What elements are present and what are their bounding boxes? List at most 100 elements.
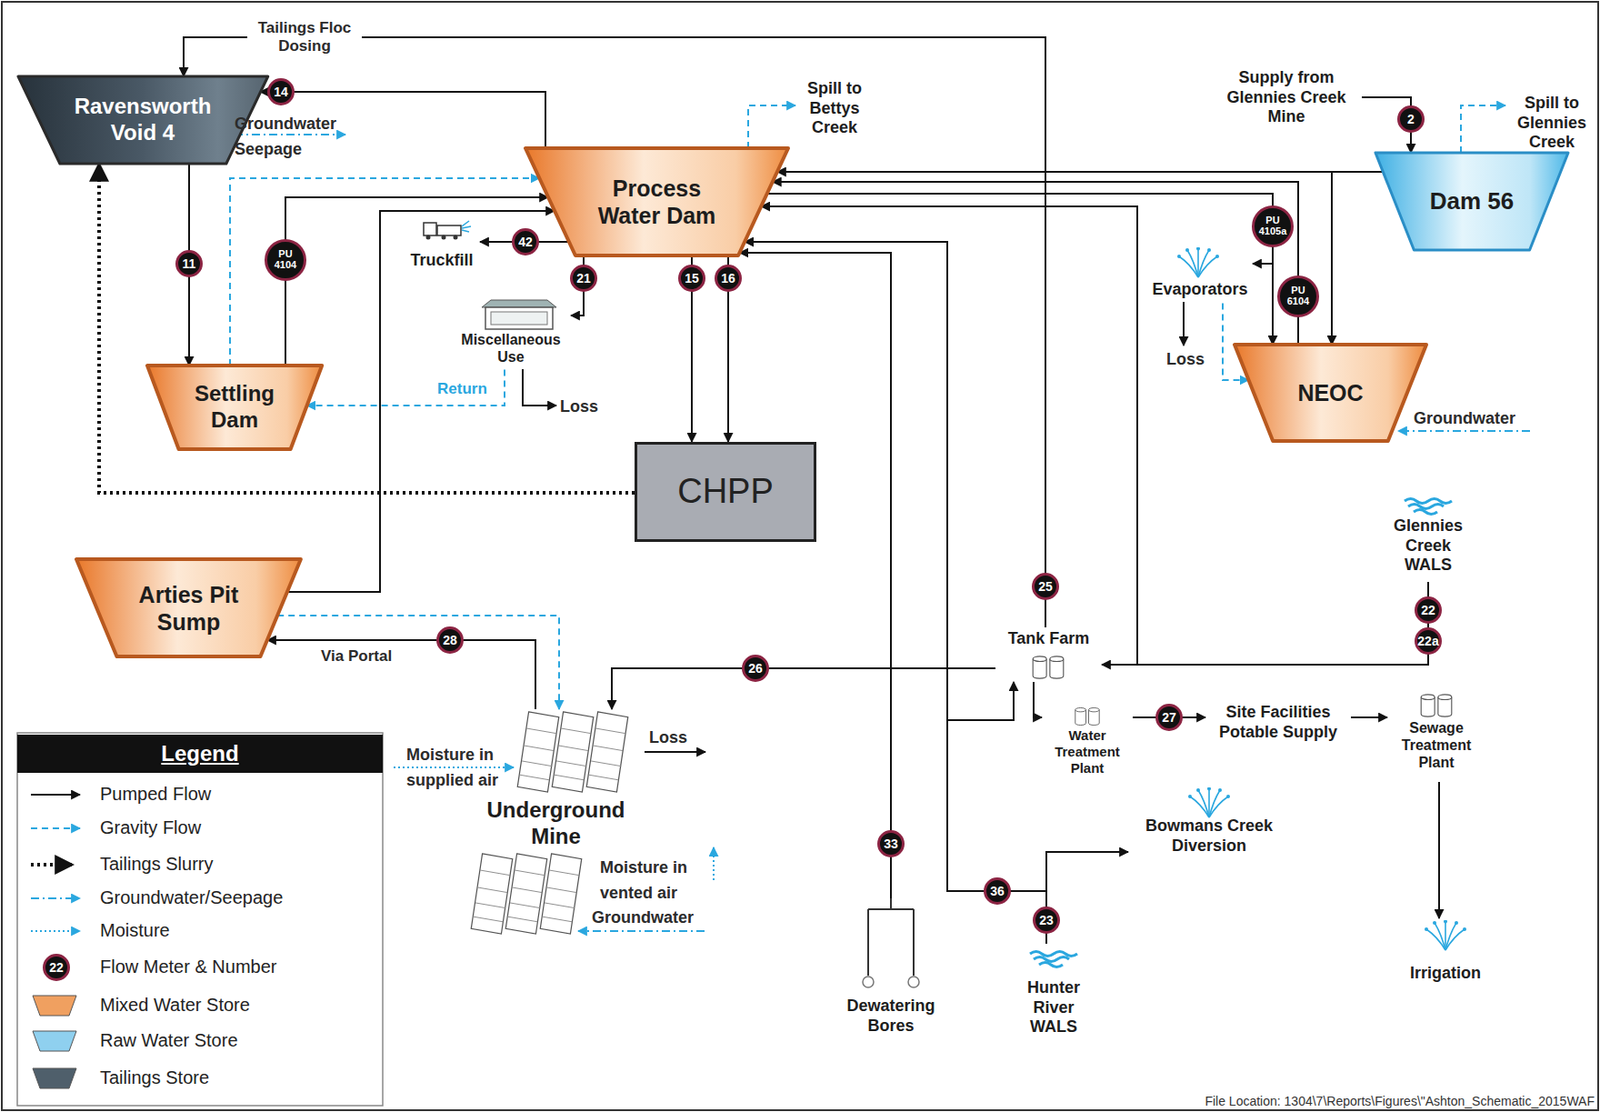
store-outline (18, 76, 269, 164)
node-label: Miscellaneous Use (454, 330, 568, 366)
node-label: Tank Farm (1008, 629, 1090, 650)
legend-heading: Legend (17, 734, 383, 773)
pumped-flow (744, 241, 1047, 944)
pumped-flow (740, 252, 892, 899)
flow-meter-number: 15 (678, 264, 706, 292)
pumped-flow (947, 681, 1047, 944)
flow-meter-number: 42 (511, 228, 540, 256)
annotation: Loss (649, 727, 688, 749)
tank-icon (1420, 694, 1452, 717)
side-flow-arrows (234, 134, 1530, 931)
tailings-store: Ravensworth Void 4 (18, 76, 269, 164)
annotation: Moisture in supplied air (406, 741, 514, 793)
node-label: NEOC (1297, 379, 1363, 407)
facility-label: Truckfill (403, 218, 480, 275)
flow-meter-number: PU 6104 (1277, 275, 1320, 318)
legend-frame (17, 732, 383, 1106)
node-label: Water Treatment Plant (1045, 727, 1130, 777)
pumped-flow (1033, 681, 1042, 718)
flow-meter-number: 33 (877, 830, 905, 858)
facility-label: Glennies Creek WALS (1377, 490, 1480, 582)
store-outline (76, 559, 301, 657)
legend-line-samples (30, 794, 80, 931)
annotation: Loss (560, 396, 599, 418)
flow-label: Via Portal (318, 647, 395, 666)
facility-label: Dewatering Bores (833, 898, 949, 1044)
annotation: Moisture in vented air (600, 854, 711, 906)
node-label: Dam 56 (1430, 187, 1515, 216)
legend-text: Tailings Slurry (100, 853, 213, 875)
annotation: Groundwater Seepage (234, 110, 353, 162)
annotation: Loss (1166, 349, 1205, 370)
legend-swatch (32, 995, 77, 1016)
facility-label: Water Treatment Plant (1041, 705, 1133, 782)
store-outline (1375, 152, 1569, 250)
flow-meter-number: 11 (175, 250, 203, 278)
tank-icon (1032, 656, 1064, 679)
flow-meter-number: 25 (1031, 572, 1060, 600)
node-label: Truckfill (410, 250, 473, 271)
facility-label: Supply from Glennies Creek Mine (1210, 65, 1362, 130)
gravity-flow (277, 615, 560, 710)
mixed-water-store: Settling Dam (147, 365, 322, 450)
node-label: Glennies Creek WALS (1380, 516, 1477, 576)
facility-label: Hunter River WALS (1009, 943, 1099, 1046)
mixed-water-store: NEOC (1234, 344, 1427, 441)
store-outline (147, 365, 322, 450)
bore-icon (862, 898, 920, 988)
truck-icon (423, 220, 471, 240)
flow-meter-number: 28 (436, 626, 464, 654)
legend-swatch (32, 1068, 77, 1089)
file-path-note: File Location: 1304\7\Reports\Figures\"A… (1204, 1093, 1595, 1110)
mixed-water-store: Arties Pit Sump (76, 559, 301, 657)
pumped-flow (287, 210, 555, 592)
legend-swatch (32, 1030, 77, 1051)
facility-label: Bowmans Creek Diversion (1128, 783, 1290, 860)
node-label: Irrigation (1410, 963, 1481, 984)
building-icon (481, 300, 557, 330)
node-label: Bowmans Creek Diversion (1131, 816, 1287, 856)
legend-text: Tailings Store (100, 1067, 210, 1089)
legend-text: Flow Meter & Number (100, 956, 278, 978)
pumped-flow (1350, 716, 1388, 719)
flow-meter-number: 2 (1397, 105, 1425, 133)
flow-meter-number: 23 (1032, 906, 1060, 934)
legend-text: Pumped Flow (100, 783, 211, 805)
node-label: Site Facilities Potable Supply (1209, 702, 1348, 742)
node-label: Spill to Bettys Creek (799, 79, 870, 139)
facility-label: Tank Farm (995, 627, 1102, 682)
gravity-flow (748, 105, 796, 149)
store-outline (1234, 344, 1427, 441)
raw-water-store: Dam 56 (1375, 152, 1569, 250)
flow-meter-number: PU 4105a (1251, 205, 1294, 248)
node-label: Hunter River WALS (1012, 978, 1095, 1038)
facility-label: Site Facilities Potable Supply (1205, 700, 1351, 745)
pumped-flow (1046, 851, 1129, 944)
node-label: Process Water Dam (595, 174, 719, 230)
sprinkler-icon (1424, 920, 1467, 951)
gravity-flow (1460, 105, 1506, 153)
flow-meter-number: 22 (42, 953, 70, 981)
store-outline (76, 559, 301, 657)
facility-label: Irrigation (1400, 918, 1491, 991)
facility-label: Spill to Glennies Creek (1505, 90, 1599, 156)
flow-meter-number: 16 (714, 264, 742, 292)
pumped-flow (183, 37, 1046, 628)
node-label: Spill to Glennies Creek (1509, 93, 1595, 153)
flow-label: Return (434, 380, 490, 399)
mixed-water-store: Process Water Dam (525, 148, 789, 256)
pumped-flow (267, 640, 536, 710)
pumped-flow (611, 668, 996, 710)
flow-meter-number: 21 (570, 264, 598, 292)
pumped-flow (767, 193, 1273, 345)
annotation: Groundwater (1413, 408, 1516, 430)
flow-meter-number: 26 (741, 654, 770, 682)
plant-box: CHPP (634, 441, 817, 542)
tank-icon (1075, 707, 1100, 725)
water-icon (1030, 951, 1078, 968)
legend-text: Moisture (100, 920, 170, 941)
node-label: Underground Mine (471, 797, 640, 850)
node-label: Settling Dam (182, 380, 288, 434)
